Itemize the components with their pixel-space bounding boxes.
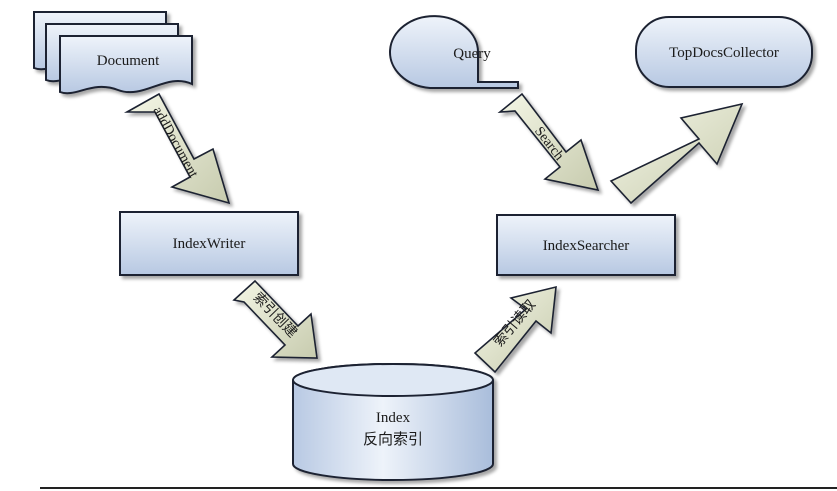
index-writer-label: IndexWriter [173,236,246,252]
add-document-label: addDocument [149,104,200,180]
query-label: Query [453,46,491,62]
top-docs-collector-node [635,16,813,88]
index-label-line1: Index [376,410,411,426]
query-node [389,15,519,89]
result-arrow [609,102,744,205]
document-sheet-front [59,35,193,95]
search-label: Search [531,124,566,163]
index-cylinder-top [292,363,494,397]
index-searcher-label: IndexSearcher [543,238,630,254]
index-writer-node [119,211,299,276]
add-document-arrow [123,92,231,205]
index-read-arrow [473,285,557,374]
document-node [33,11,193,95]
top-docs-collector-label: TopDocsCollector [669,45,779,61]
search-arrow [497,92,600,192]
index-node [292,363,494,481]
index-create-arrow [232,279,318,359]
index-searcher-node [496,214,676,276]
document-label: Document [97,53,160,69]
index-label-line2: 反向索引 [363,431,423,448]
